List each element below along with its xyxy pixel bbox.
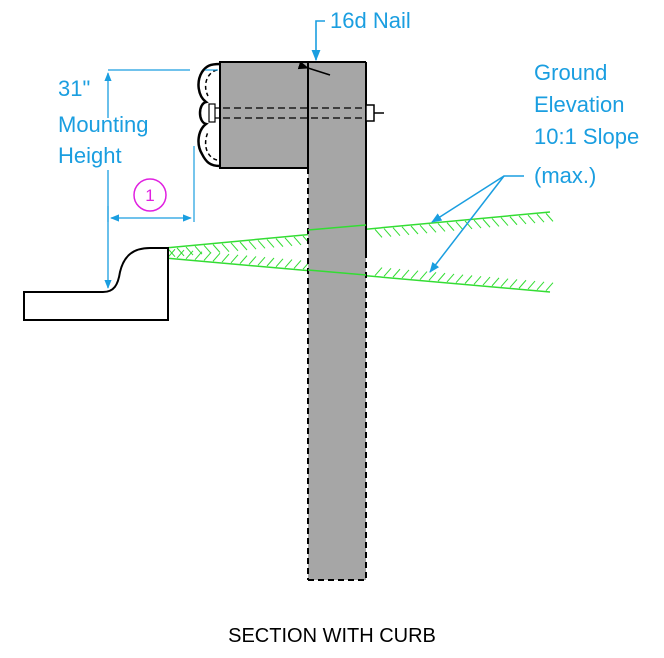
hatch-mark <box>500 217 509 226</box>
hatch-mark <box>203 252 212 261</box>
height-label-line2: Height <box>58 143 122 168</box>
hatch-mark <box>176 247 185 257</box>
hatch-mark <box>428 223 437 233</box>
hatch-mark <box>176 249 185 259</box>
hatch-mark <box>482 276 491 286</box>
hatch-mark <box>257 239 266 249</box>
hatch-mark <box>518 279 527 289</box>
hatch-mark <box>419 224 428 234</box>
hatch-mark <box>221 243 230 252</box>
hatch-mark <box>212 252 221 262</box>
hatch-mark <box>464 275 473 284</box>
hatch-mark <box>203 245 212 254</box>
w-beam-rail <box>197 62 221 168</box>
hatch-mark <box>428 271 437 281</box>
hatch-mark <box>275 258 284 268</box>
curb <box>23 247 169 321</box>
callout-number: 1 <box>145 186 154 205</box>
hatch-mark <box>248 256 257 265</box>
hatch-mark <box>284 237 293 247</box>
hatch-mark <box>509 279 518 288</box>
ground-label-line4: (max.) <box>534 163 596 188</box>
hatch-mark <box>194 251 203 260</box>
post <box>308 62 366 580</box>
height-label-line1: Mounting <box>58 112 149 137</box>
hatch-mark <box>527 280 536 290</box>
hatch-mark <box>410 225 419 235</box>
hatch-mark <box>410 270 419 280</box>
hatch-mark <box>275 238 284 247</box>
hatch-mark <box>500 278 509 288</box>
mounting-height-dimension <box>104 69 218 289</box>
ground-label-line1: Ground <box>534 60 607 85</box>
hatch-mark <box>455 274 464 284</box>
hatch-mark <box>446 273 455 283</box>
hatch-mark <box>419 271 428 280</box>
hatch-mark <box>284 259 293 268</box>
hatch-mark <box>536 281 545 291</box>
hatch-mark <box>185 250 194 260</box>
blockout <box>219 61 309 169</box>
hatch-mark <box>437 272 446 282</box>
ground-label-line3: 10:1 Slope <box>534 124 639 149</box>
hatch-mark <box>230 254 239 264</box>
hatch-mark <box>383 228 392 237</box>
hatch-mark <box>518 215 527 225</box>
hatch-mark <box>257 256 266 266</box>
hatch-mark <box>437 223 446 232</box>
bolt <box>208 103 384 123</box>
hatch-mark <box>392 268 401 278</box>
hatch-mark <box>473 275 482 285</box>
nail-leader <box>311 20 325 62</box>
nail-label: 16d Nail <box>330 8 411 33</box>
hatch-mark <box>239 255 248 264</box>
hatch-mark <box>473 219 482 229</box>
hatch-mark <box>167 248 176 258</box>
hatch-mark <box>545 213 554 222</box>
hatch-mark <box>536 213 545 223</box>
hatch-mark <box>239 241 248 251</box>
hatch-mark <box>527 214 536 224</box>
hatch-mark <box>293 260 302 269</box>
hatch-mark <box>383 268 392 277</box>
offset-dimension <box>107 146 195 222</box>
hatch-mark <box>266 239 275 248</box>
hatch-mark <box>545 282 554 291</box>
hatch-mark <box>230 242 239 252</box>
hatch-mark <box>446 222 455 231</box>
hatch-mark <box>293 236 302 246</box>
ground-leader-lower <box>429 175 505 273</box>
hatch-mark <box>392 227 401 237</box>
callout-circle <box>133 178 167 212</box>
hatch-mark <box>491 218 500 227</box>
ground-label-line2: Elevation <box>534 92 625 117</box>
hatch-mark <box>248 240 257 250</box>
hatch-mark <box>212 244 221 253</box>
hatch-mark <box>455 221 464 231</box>
hatch-mark <box>374 229 383 238</box>
hatch-mark <box>221 253 230 263</box>
hatch-mark <box>464 220 473 230</box>
hatch-mark <box>266 257 275 267</box>
section-caption: SECTION WITH CURB <box>228 625 436 647</box>
hatch-mark <box>401 226 410 236</box>
hatch-mark <box>509 216 518 226</box>
hatch-mark <box>185 246 194 256</box>
height-value: 31" <box>58 76 90 101</box>
hatch-mark <box>374 267 383 276</box>
hatch-mark <box>482 218 491 228</box>
hatch-mark <box>401 269 410 279</box>
hatch-mark <box>491 277 500 287</box>
